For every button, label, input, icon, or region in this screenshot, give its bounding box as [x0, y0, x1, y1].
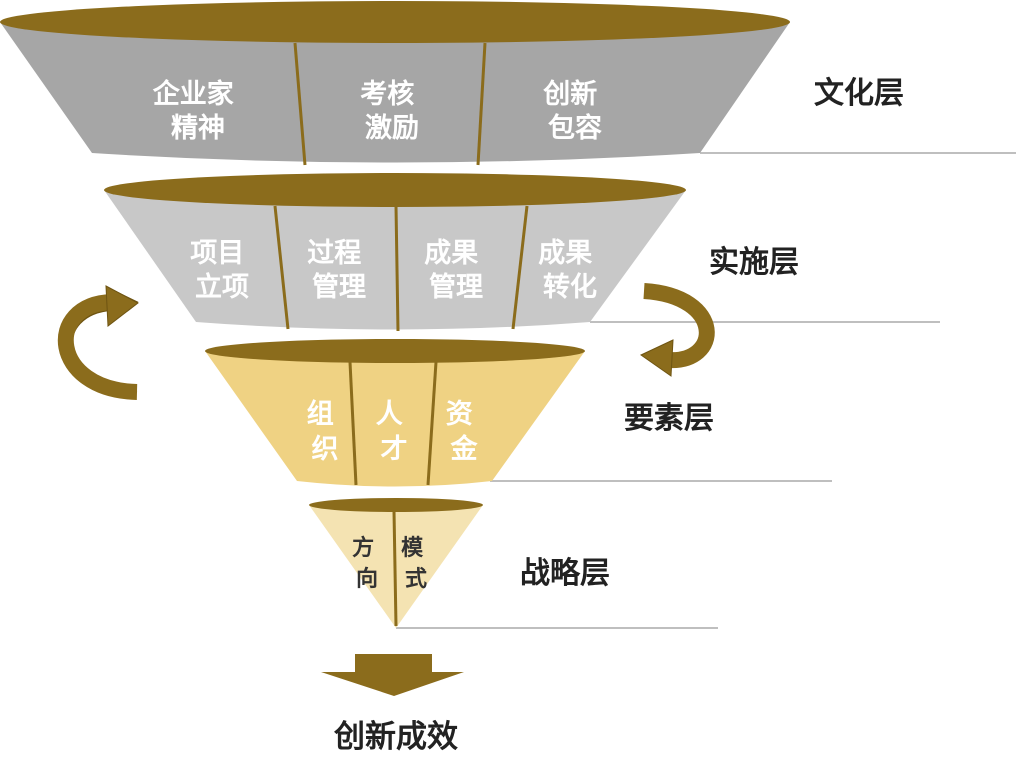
segment-label: 企业家 精神 [153, 78, 243, 144]
segment-line2: 式 [405, 567, 427, 592]
layer-rim [104, 173, 686, 207]
segment-divider [273, 205, 290, 330]
segment-line2: 金 [450, 433, 479, 465]
layer-rim [309, 498, 483, 512]
segment-label: 项目 立项 [190, 238, 253, 303]
funnel-layer-strategy: 方 向 模 式 [309, 498, 483, 628]
result-label: 创新成效 [333, 719, 458, 755]
segment-line1: 创新 [542, 78, 597, 110]
segment-label: 资 金 [446, 399, 482, 465]
segment-line2: 转化 [543, 272, 597, 303]
cycle-arrow-left-icon [57, 285, 139, 400]
segment-line2: 管理 [312, 272, 366, 303]
segment-label: 创新 包容 [542, 78, 606, 144]
segment-line2: 精神 [171, 113, 225, 144]
layer-rim [0, 1, 790, 43]
layer-label-element: 要素层 [624, 401, 714, 436]
layer-body [205, 351, 585, 487]
segment-line2: 立项 [195, 271, 249, 303]
segment-line1: 方 [352, 535, 374, 561]
segment-divider [511, 205, 529, 330]
cycle-arrow-right-icon [640, 283, 715, 377]
segment-label: 模 式 [401, 536, 431, 592]
layer-label-implement: 实施层 [709, 245, 799, 280]
segment-line1: 项目 [190, 238, 244, 269]
funnel-layer-element: 组 织 人 才 资 金 [205, 339, 585, 487]
segment-label: 成果 转化 [538, 238, 601, 303]
down-arrow-icon [321, 654, 464, 696]
segment-line1: 考核 [360, 78, 414, 110]
funnel-layer-implement: 项目 立项 过程 管理 成果 管理 成果 转化 [104, 173, 686, 332]
layer-rim [205, 339, 585, 363]
segment-line1: 企业家 [153, 78, 234, 110]
segment-line1: 成果 [538, 238, 592, 269]
segment-line2: 包容 [548, 112, 602, 144]
segment-divider [476, 42, 487, 166]
guide-lines [396, 152, 1016, 629]
segment-line1: 组 [307, 398, 334, 430]
segment-line1: 过程 [307, 238, 361, 269]
segment-divider [392, 510, 398, 627]
layer-label-culture: 文化层 [814, 76, 904, 111]
funnel-layer-culture: 企业家 精神 考核 激励 创新 包容 [0, 1, 790, 166]
layer-body [0, 22, 790, 163]
segment-divider [426, 361, 438, 486]
segment-line2: 向 [356, 566, 378, 592]
segment-line2: 激励 [365, 112, 419, 144]
segment-label: 人 才 [376, 399, 412, 465]
layer-body [104, 190, 686, 330]
segment-divider [394, 205, 400, 332]
segment-label: 过程 管理 [307, 238, 370, 303]
segment-label: 方 向 [352, 535, 382, 592]
segment-divider [348, 361, 358, 486]
segment-line1: 成果 [424, 238, 478, 269]
segment-line1: 模 [401, 536, 424, 561]
segment-label: 成果 管理 [424, 238, 487, 303]
segment-line1: 资 [446, 399, 473, 430]
layer-label-strategy: 战略层 [520, 556, 610, 591]
segment-line1: 人 [376, 399, 403, 430]
segment-line2: 织 [312, 434, 339, 465]
segment-line2: 管理 [429, 272, 483, 303]
segment-line2: 才 [381, 434, 408, 465]
segment-label: 考核 激励 [360, 78, 423, 144]
segment-divider [293, 42, 307, 166]
segment-label: 组 织 [307, 398, 343, 465]
